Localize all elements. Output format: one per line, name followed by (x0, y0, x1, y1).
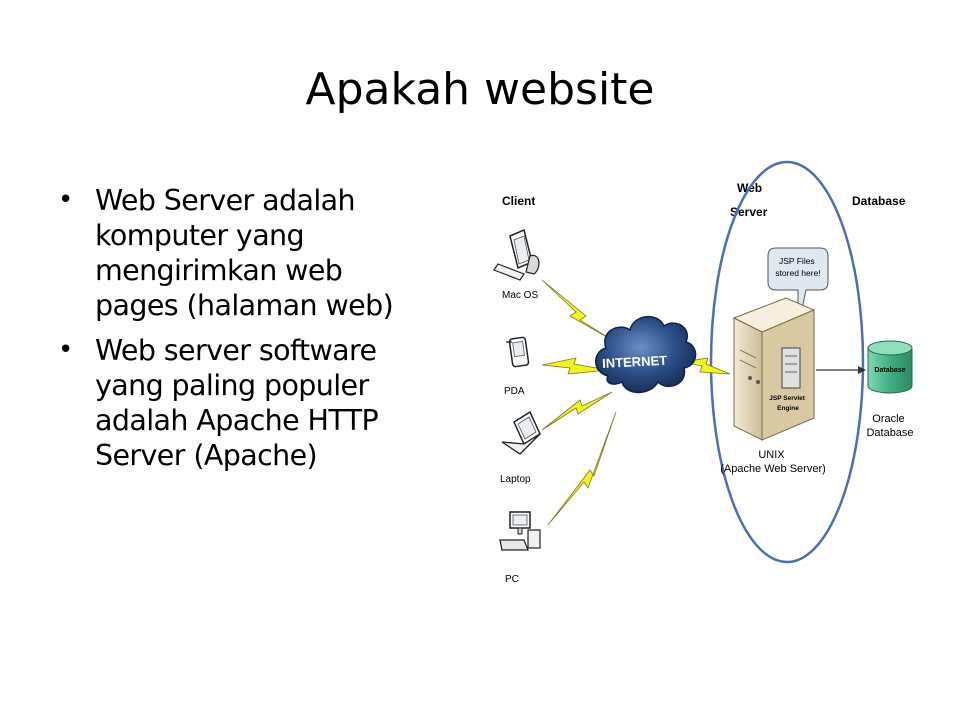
lightning-icon (541, 279, 613, 341)
callout-line: JSP Files (779, 256, 815, 266)
bullet-item: • Web server software yang paling popule… (58, 333, 468, 473)
bullet-line: komputer yang (95, 219, 305, 252)
device-label: Mac OS (502, 290, 538, 301)
oracle-database-label: Oracle Database (866, 413, 913, 439)
bullet-line: pages (halaman web) (95, 289, 394, 322)
pc-icon (499, 511, 541, 551)
bullet-line: adalah Apache HTTP (95, 404, 379, 437)
bullet-line: yang paling populer (95, 369, 369, 402)
bullet-dot-icon: • (58, 335, 73, 365)
internet-cloud-icon (595, 316, 697, 394)
servlet-engine-label: JSP Servlet Engine (769, 395, 806, 412)
unix-label: UNIX (Apache Web Server) (720, 449, 826, 475)
device-label: PC (505, 574, 519, 585)
unix-line: (Apache Web Server) (720, 463, 826, 475)
laptop-icon (501, 410, 541, 455)
internet-label: INTERNET (602, 353, 668, 371)
header-database: Database (852, 194, 906, 208)
lightning-icon (547, 411, 617, 526)
device-label: Laptop (500, 474, 531, 485)
oracle-line: Database (866, 427, 913, 439)
mac-os-computer-icon (493, 228, 540, 281)
bullet-line: Web server software (95, 334, 377, 367)
bullet-list: • Web Server adalah komputer yang mengir… (58, 183, 468, 483)
page-title: Apakah website (305, 64, 655, 115)
web-server-highlight-ellipse (709, 160, 865, 564)
header-client: Client (502, 194, 535, 208)
servlet-engine-line: JSP Servlet (769, 395, 805, 402)
unix-line: UNIX (758, 449, 785, 461)
database-cylinder-label: Database (874, 367, 905, 374)
bullet-line: Web Server adalah (95, 184, 356, 217)
bullet-line: mengirimkan web (95, 254, 343, 287)
lightning-icon (541, 391, 613, 431)
callout-line: stored here! (775, 268, 820, 278)
callout-text: JSP Files stored here! (775, 256, 820, 278)
pda-icon (506, 336, 530, 368)
server-tower-icon (732, 297, 816, 441)
device-label: PDA (504, 386, 525, 397)
oracle-line: Oracle (872, 413, 904, 425)
bullet-item: • Web Server adalah komputer yang mengir… (58, 183, 468, 323)
bullet-line: Server (Apache) (95, 439, 318, 472)
arrow-icon (816, 366, 866, 374)
servlet-engine-line: Engine (777, 405, 799, 412)
architecture-diagram: Client Web Server Database INTERNET Mac … (480, 160, 950, 600)
database-cylinder-icon (867, 340, 913, 394)
bullet-dot-icon: • (58, 185, 73, 215)
servlet-engine-unit-icon (781, 347, 801, 389)
